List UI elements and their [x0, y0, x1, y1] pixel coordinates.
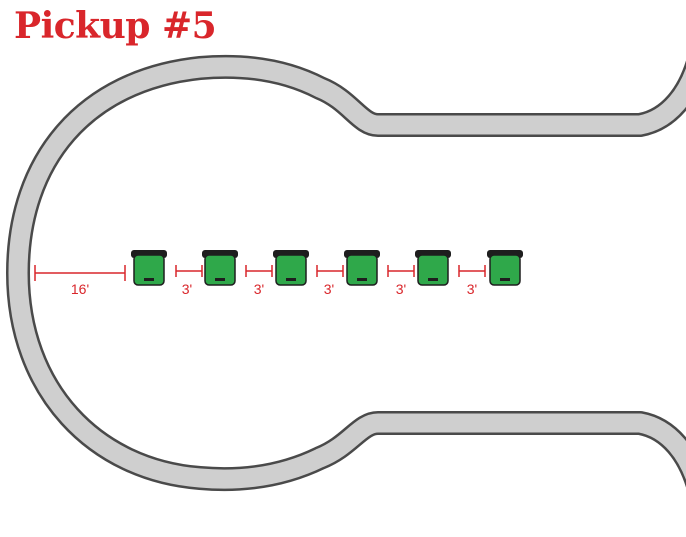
- bin-handle: [215, 278, 225, 281]
- dimension-gap-2: 3': [245, 265, 273, 297]
- bin-handle: [357, 278, 367, 281]
- bin-handle: [428, 278, 438, 281]
- bin-body: [204, 254, 236, 286]
- dimension-label-3ft: 3': [467, 281, 477, 297]
- bin-body: [489, 254, 521, 286]
- page-title: Pickup #5: [14, 5, 217, 47]
- dimension-label-3ft: 3': [254, 281, 264, 297]
- bin-handle: [286, 278, 296, 281]
- bin-5: [415, 250, 451, 286]
- dimension-gap-3: 3': [316, 265, 344, 297]
- cul-de-sac-road-surface: [8, 57, 686, 489]
- bin-2: [202, 250, 238, 286]
- bin-3: [273, 250, 309, 286]
- bin-4: [344, 250, 380, 286]
- dimension-curb-to-first-bin: 16': [34, 265, 126, 297]
- dimension-label-3ft: 3': [396, 281, 406, 297]
- bin-handle: [144, 278, 154, 281]
- bin-body: [346, 254, 378, 286]
- bin-6: [487, 250, 523, 286]
- dimension-between-bins: 3' 3' 3' 3' 3': [175, 265, 486, 297]
- dimension-label-3ft: 3': [182, 281, 192, 297]
- bin-1: [131, 250, 167, 286]
- dimension-gap-5: 3': [458, 265, 486, 297]
- bin-body: [275, 254, 307, 286]
- dimension-label-3ft: 3': [324, 281, 334, 297]
- dimension-gap-1: 3': [175, 265, 203, 297]
- dimension-gap-4: 3': [387, 265, 415, 297]
- bin-handle: [500, 278, 510, 281]
- bin-body: [417, 254, 449, 286]
- bin-body: [133, 254, 165, 286]
- dimension-label-16ft: 16': [71, 281, 89, 297]
